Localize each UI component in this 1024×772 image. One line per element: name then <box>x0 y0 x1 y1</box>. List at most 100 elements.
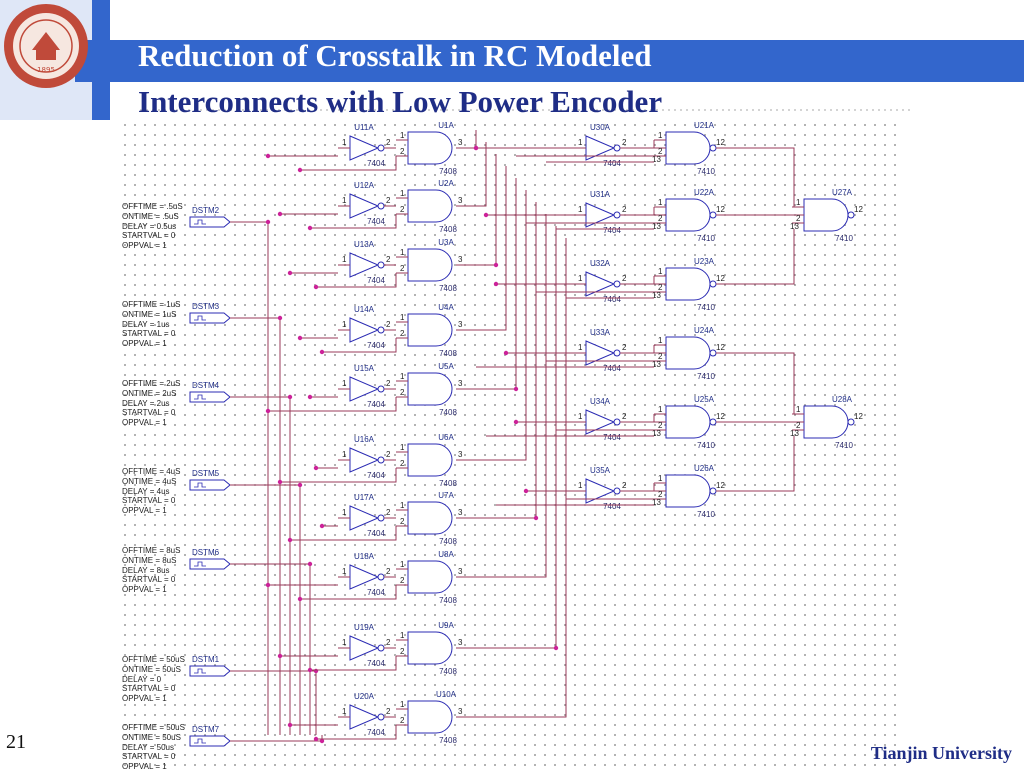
pin-number: 2 <box>400 716 405 725</box>
inverter-bubble <box>613 487 621 495</box>
component-ref: U33A <box>590 328 611 337</box>
component-ref: U11A <box>354 123 374 132</box>
stimulus-param: DELAY = 50us <box>122 742 174 752</box>
junction-dot <box>265 582 271 588</box>
gate-input-wire <box>300 156 397 171</box>
pin-number: 2 <box>386 508 391 517</box>
junction-dot <box>319 738 325 744</box>
pin-number: 2 <box>658 214 663 223</box>
component-part: 7404 <box>603 433 621 442</box>
component-part: 7410 <box>697 441 715 450</box>
component-ref: U35A <box>590 466 611 475</box>
gate-input-wire <box>310 214 397 229</box>
junction-dot <box>313 465 319 471</box>
pin-number: 2 <box>622 481 627 490</box>
inverter-bubble <box>613 418 621 426</box>
pin-number: 2 <box>400 459 405 468</box>
waveform-icon <box>194 738 206 744</box>
stimulus-param: OPPVAL = 1 <box>122 762 167 772</box>
junction-dot <box>307 561 313 567</box>
pin-number: 3 <box>458 320 463 329</box>
stimulus-param: OPPVAL = 1 <box>122 339 167 349</box>
stimulus-param: DELAY = 0 <box>122 674 162 684</box>
pin-number: 1 <box>578 138 583 147</box>
component-ref: U21A <box>694 121 715 130</box>
inverter-symbol <box>349 564 380 590</box>
nand-gate-symbol <box>665 336 711 370</box>
component-ref: U1A <box>438 121 454 130</box>
component-ref: U28A <box>832 395 853 404</box>
pin-number: 3 <box>458 508 463 517</box>
nand-bubble <box>847 211 855 219</box>
component-part: 7404 <box>603 364 621 373</box>
component-ref: U32A <box>590 259 611 268</box>
stimulus-source-symbol <box>189 735 231 747</box>
junction-dot <box>513 386 519 392</box>
stimulus-param: OPPVAL = 1 <box>122 585 167 595</box>
inverter-output-wire <box>620 483 655 492</box>
pin-number: 2 <box>622 343 627 352</box>
component-ref: U3A <box>438 238 454 247</box>
stimulus-source-symbol <box>189 391 231 403</box>
component-part: 7404 <box>367 659 385 668</box>
stimulus-param: ONTIME = 2uS <box>122 388 177 398</box>
inverter-symbol <box>349 252 380 278</box>
component-part: 7410 <box>697 372 715 381</box>
waveform-icon <box>194 219 206 225</box>
component-ref: U6A <box>438 433 454 442</box>
junction-dot <box>277 315 283 321</box>
and-gate-symbol <box>407 560 453 594</box>
junction-dot <box>483 212 489 218</box>
junction-dot <box>265 153 271 159</box>
component-ref: U31A <box>590 190 611 199</box>
inverter-output-wire <box>620 276 655 285</box>
component-ref: U30A <box>590 123 611 132</box>
nand-bubble <box>847 418 855 426</box>
stimulus-name: DSTM5 <box>192 469 220 478</box>
inverter-bubble <box>377 202 385 210</box>
junction-dot <box>265 408 271 414</box>
component-ref: U14A <box>354 305 375 314</box>
encoder-output-wire <box>456 238 567 718</box>
component-part: 7410 <box>835 234 853 243</box>
and-gate-symbol <box>407 372 453 406</box>
component-ref: U10A <box>436 690 457 699</box>
stimulus-param: OFFTIME = 8uS <box>122 546 181 555</box>
pin-number: 2 <box>658 421 663 430</box>
pin-number: 13 <box>652 222 661 231</box>
stimulus-param: OPPVAL = 1 <box>122 694 167 704</box>
stimulus-source-symbol <box>189 216 231 228</box>
component-part: 7404 <box>603 502 621 511</box>
component-ref: U18A <box>354 552 375 561</box>
stimulus-name: DSTM1 <box>192 655 220 664</box>
inverter-bubble <box>377 326 385 334</box>
stimulus-param: OFFTIME = 4uS <box>122 467 181 476</box>
pin-number: 12 <box>854 205 863 214</box>
pin-number: 1 <box>400 560 405 569</box>
junction-dot <box>297 335 303 341</box>
nand-gate-symbol <box>665 131 711 165</box>
component-part: 7408 <box>439 349 457 358</box>
nand-gate-symbol <box>665 267 711 301</box>
pin-number: 2 <box>386 379 391 388</box>
stimulus-param: ONTIME = 50uS <box>122 732 181 742</box>
pin-number: 2 <box>400 264 405 273</box>
pin-number: 2 <box>386 450 391 459</box>
pin-number: 2 <box>796 214 801 223</box>
stimulus-param: STARTVAL = 0 <box>122 231 176 241</box>
junction-dot <box>313 736 319 742</box>
pin-number: 1 <box>658 131 663 140</box>
component-part: 7404 <box>603 159 621 168</box>
stimulus-param: ONTIME = 8uS <box>122 555 177 565</box>
component-ref: U12A <box>354 181 375 190</box>
pin-number: 3 <box>458 707 463 716</box>
component-part: 7404 <box>367 159 385 168</box>
inverter-bubble <box>377 144 385 152</box>
junction-dot <box>493 262 499 268</box>
schematic-grid <box>118 118 904 768</box>
component-part: 7408 <box>439 596 457 605</box>
gate-input-wire <box>322 338 397 353</box>
component-part: 7408 <box>439 479 457 488</box>
pin-number: 2 <box>658 490 663 499</box>
